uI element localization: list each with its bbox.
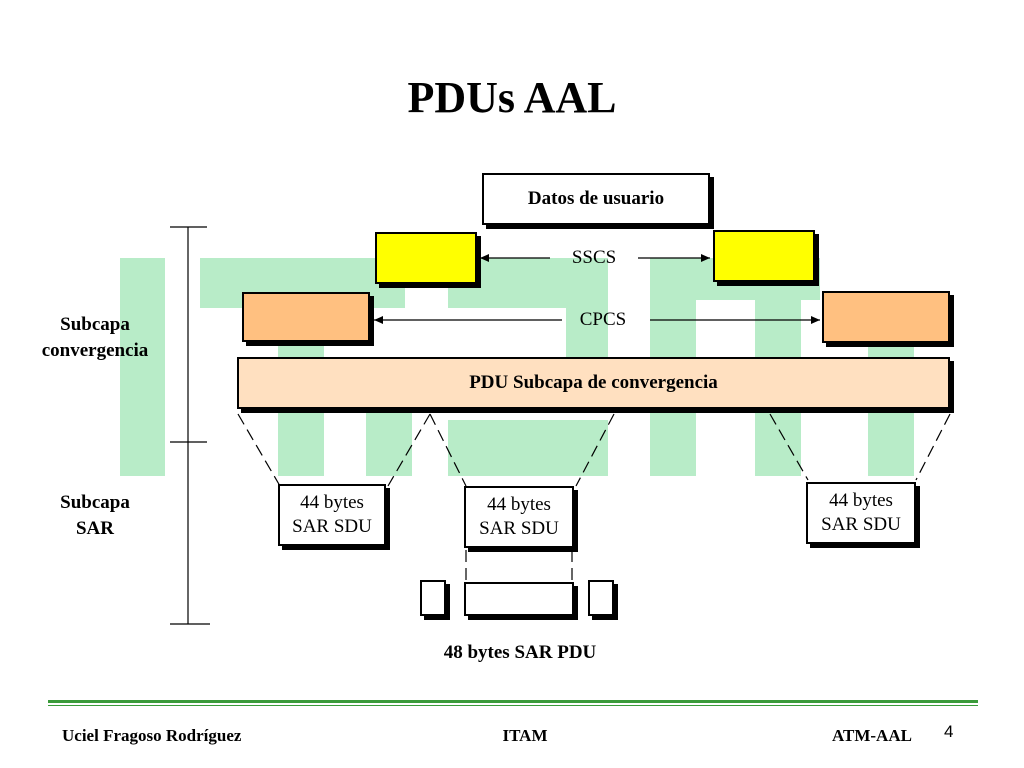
sscs-header-box	[375, 232, 477, 284]
pdu-convergence-label: PDU Subcapa de convergencia	[469, 372, 718, 393]
label-sar-sublayer: Subcapa SAR	[60, 492, 130, 539]
sar-sdu-box-1: 44 bytes SAR SDU	[278, 484, 386, 546]
user-data-label: Datos de usuario	[527, 188, 665, 209]
seg-line	[575, 413, 615, 487]
arrowhead	[701, 254, 710, 262]
sscs-trailer-box	[713, 230, 815, 282]
footer-rule-thin	[48, 705, 978, 706]
arrowhead	[480, 254, 489, 262]
seg-line	[237, 413, 281, 487]
user-data-box: Datos de usuario	[482, 173, 710, 225]
seg-line	[429, 413, 467, 487]
sar-sdu-box-3: 44 bytes SAR SDU	[806, 482, 916, 544]
footer-author: Uciel Fragoso Rodríguez	[62, 726, 242, 745]
label-convergence-sublayer: Subcapa convergencia	[41, 314, 149, 361]
slide-title: PDUs AAL	[407, 73, 617, 122]
seg-line	[769, 413, 809, 481]
sar-pdu-label: 48 bytes SAR PDU	[443, 642, 597, 663]
arrowhead	[374, 316, 383, 324]
footer-rule-thick	[48, 700, 978, 703]
sar-pdu-trailer-box	[588, 580, 614, 616]
cpcs-trailer-box	[822, 291, 950, 343]
arrowhead	[811, 316, 820, 324]
cpcs-label: CPCS	[579, 309, 627, 330]
seg-line	[915, 413, 951, 481]
seg-line	[387, 413, 431, 487]
sar-pdu-header-box	[420, 580, 446, 616]
page-number: 4	[944, 722, 954, 741]
sar-pdu-payload-box	[464, 582, 574, 616]
pdu-convergence-box: PDU Subcapa de convergencia	[237, 357, 950, 409]
footer-course: ATM-AAL	[832, 726, 912, 745]
cpcs-header-box	[242, 292, 370, 342]
sscs-label: SSCS	[571, 247, 617, 268]
footer-institution: ITAM	[502, 726, 548, 745]
sar-sdu-box-2: 44 bytes SAR SDU	[464, 486, 574, 548]
